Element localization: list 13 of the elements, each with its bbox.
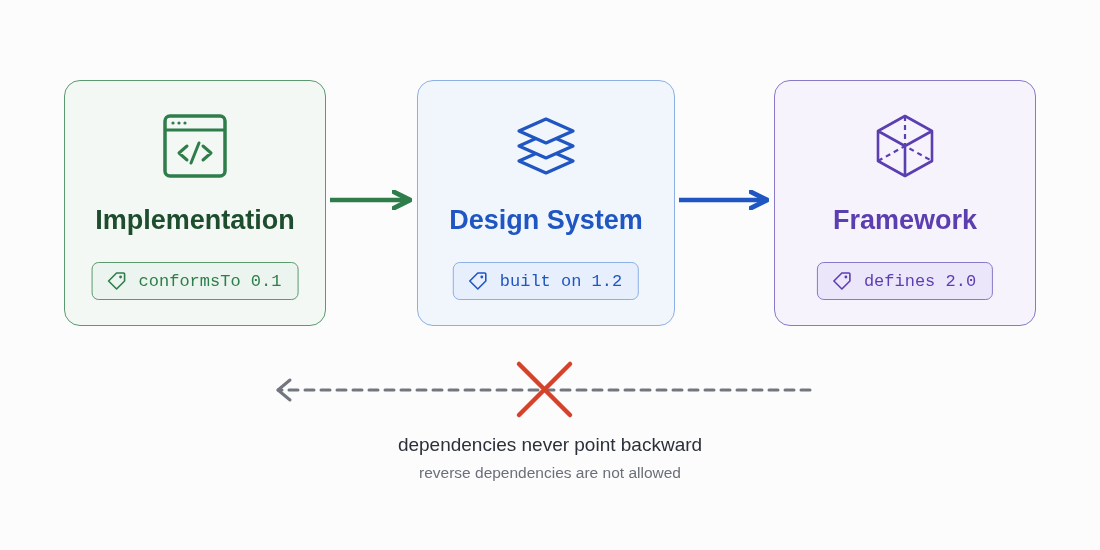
component-card — [417, 80, 675, 326]
version-label: defines 2.0 — [863, 271, 977, 291]
caption-heading: dependencies never point backward — [396, 434, 704, 456]
card-title: Design System — [448, 205, 644, 236]
arrow — [330, 189, 413, 211]
card-title: Framework — [831, 205, 979, 236]
version-label: conformsTo 0.1 — [138, 271, 282, 291]
component-card — [64, 80, 326, 326]
arrow — [679, 189, 770, 211]
component-card — [774, 80, 1036, 326]
version-label: built on 1.2 — [499, 271, 623, 291]
caption-note: reverse dependencies are not allowed — [418, 464, 682, 482]
card-title: Implementation — [94, 205, 296, 236]
